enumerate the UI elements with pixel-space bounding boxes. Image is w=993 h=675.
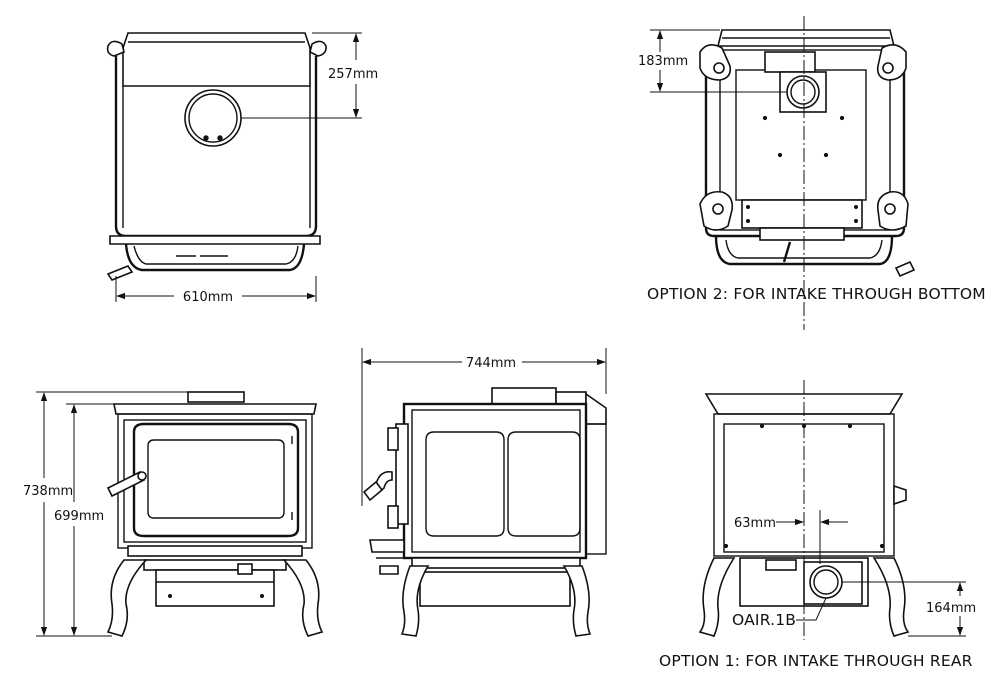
dim-699: 699mm bbox=[54, 509, 104, 524]
dim-63: 63mm bbox=[734, 516, 776, 531]
dim-164: 164mm bbox=[926, 601, 976, 616]
dim-depth-257: 257mm bbox=[328, 67, 378, 82]
dim-width-610: 610mm bbox=[183, 290, 233, 305]
top-view: 610mm 257mm bbox=[106, 32, 378, 305]
front-view: 738mm 699mm bbox=[23, 391, 324, 637]
side-view: 744mm bbox=[361, 348, 607, 637]
part-label-oair: OAIR.1B bbox=[732, 611, 796, 629]
option1-caption: OPTION 1: FOR INTAKE THROUGH REAR bbox=[659, 652, 973, 670]
dim-744: 744mm bbox=[466, 356, 516, 371]
dim-183: 183mm bbox=[638, 54, 688, 69]
dim-738: 738mm bbox=[23, 484, 73, 499]
option1-rear-view: 63mm 164mm OAIR.1B OPTION 1: FOR INTAKE … bbox=[659, 380, 976, 670]
option2-bottom-view: 183mm OPTION 2: FOR INTAKE THROUGH BOTTO… bbox=[638, 16, 986, 330]
option2-caption: OPTION 2: FOR INTAKE THROUGH BOTTOM bbox=[647, 285, 986, 303]
